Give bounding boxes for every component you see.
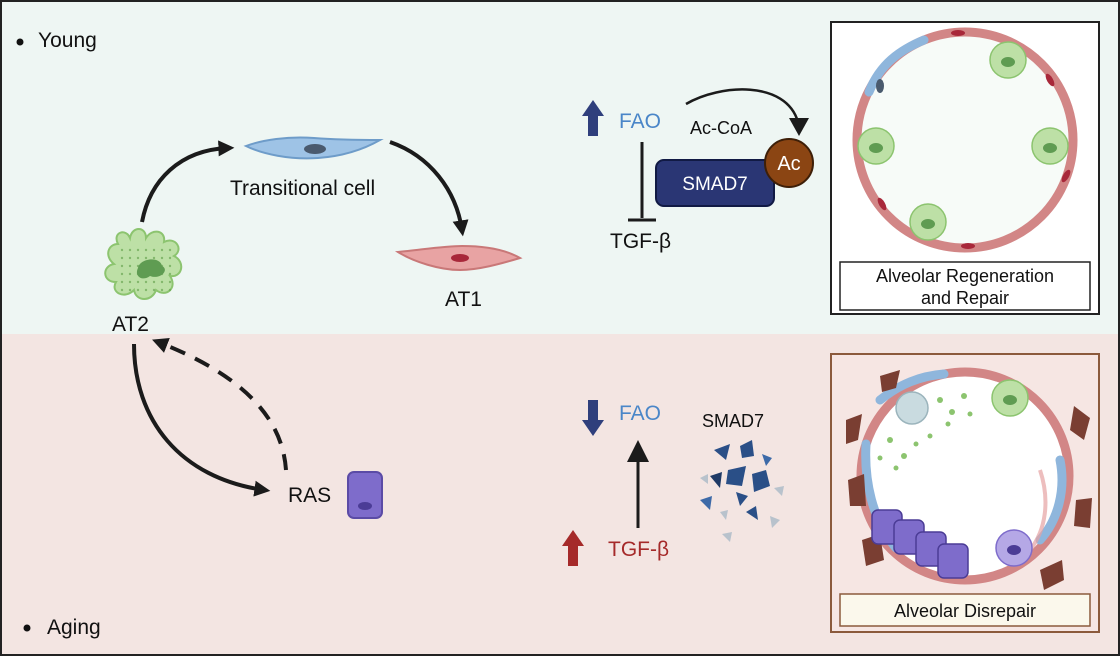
young-outcome-box [839,261,1091,311]
arrow-ras-to-at2-dashed [152,338,288,471]
young-outcome-line2: and Repair [921,288,1009,308]
transitional-cell [243,136,384,160]
smad7-aging-label: SMAD7 [702,411,764,431]
ras-label: RAS [288,484,331,507]
young-fao-label: FAO [619,110,661,133]
smad7-young-label: SMAD7 [682,174,747,195]
aging-bullet-dot [23,624,31,632]
ac-coa-arrowhead [789,118,809,136]
young-outcome-line1: Alveolar Regeneration [876,266,1054,286]
tgf-to-fao-arrowhead [627,440,649,462]
acetyl-label: Ac [777,153,800,175]
transitional-cell-label: Transitional cell [230,177,375,200]
at2-cell [104,228,183,300]
young-bullet-dot [16,38,24,46]
ac-coa-label: Ac-CoA [690,118,752,138]
aging-fao-label: FAO [619,402,661,425]
aging-alveolus [846,367,1092,590]
tgf-up-arrow [562,530,584,566]
acetyl-circle [764,138,814,188]
smad7-degraded-fragments [700,440,784,542]
arrow-transitional-to-at1 [389,140,469,237]
ras-cell-icon [347,471,383,519]
fao-down-arrow [582,400,604,436]
arrow-at2-to-transitional [140,140,235,223]
aging-outcome-label: Alveolar Disrepair [894,601,1036,621]
young-tgf-beta-label: TGF-β [610,230,671,253]
young-label: Young [38,29,97,52]
at1-label: AT1 [445,288,482,311]
ac-coa-arrow [685,88,800,123]
fao-up-arrow [582,100,604,136]
young-alveolus [852,27,1078,253]
aging-outcome-box [839,593,1091,627]
arrow-at2-to-ras [132,343,271,497]
at2-label: AT2 [112,313,149,336]
at1-cell [394,244,523,272]
aging-tgf-beta-label: TGF-β [608,538,669,561]
aging-label: Aging [47,616,101,639]
